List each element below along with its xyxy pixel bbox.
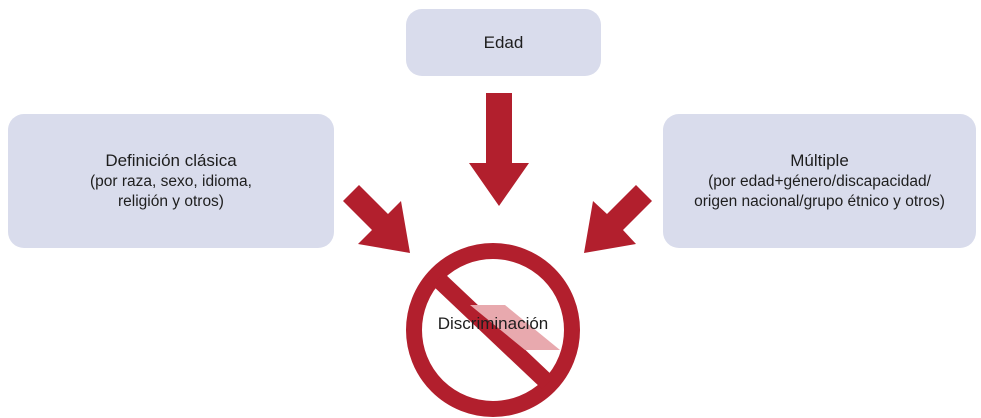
box-clasica-title: Definición clásica [105,151,237,170]
box-multiple-sub-line2: origen nacional/grupo étnico y otros) [694,193,945,210]
arrow-diagonal-down-right-icon [343,185,410,253]
center-label: Discriminación [437,314,549,333]
box-clasica-sub-line2: religión y otros) [118,193,224,210]
arrow-down-icon [469,93,529,206]
box-clasica-sub-line1: (por raza, sexo, idioma, [90,173,252,190]
prohibition-sign-icon [406,243,580,417]
box-multiple-title: Múltiple [790,151,849,170]
box-edad: Edad [406,9,601,76]
arrow-diagonal-down-left-icon [584,185,652,253]
box-multiple: Múltiple (por edad+género/discapacidad/ … [663,114,976,248]
box-multiple-sub-line1: (por edad+género/discapacidad/ [708,173,931,190]
box-edad-title: Edad [483,32,524,52]
box-definicion-clasica: Definición clásica (por raza, sexo, idio… [8,114,334,248]
